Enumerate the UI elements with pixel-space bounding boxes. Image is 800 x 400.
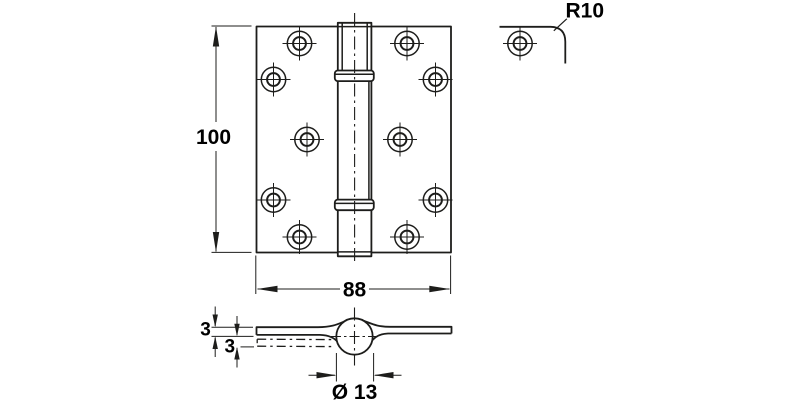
corner-detail-view: R10: [499, 0, 605, 64]
arrowhead-down: [234, 323, 240, 337]
height-dimension-label: 100: [196, 126, 231, 149]
arrowhead-right: [316, 372, 337, 379]
dimension-height-100: 100: [196, 25, 252, 253]
dimension-knuckle-diameter: Ø 13: [308, 353, 402, 400]
arrowhead-down: [212, 232, 220, 253]
upper-leaf-right-bottom: [370, 332, 452, 343]
side-view: [255, 307, 453, 366]
upper-leaf-thickness-label: 3: [200, 320, 211, 341]
arrowhead-right: [429, 285, 450, 293]
arrowhead-left: [257, 285, 278, 293]
rounded-corner-outline: [499, 25, 567, 64]
knuckle-diameter-label: Ø 13: [332, 381, 378, 400]
arrowhead-up: [212, 26, 220, 47]
lower-leaf-thickness-label: 3: [225, 337, 236, 358]
upper-leaf-right: [363, 319, 453, 334]
front-view: [255, 13, 454, 265]
arrowhead-left: [373, 372, 394, 379]
corner-radius-label: R10: [566, 0, 605, 23]
arrowhead-up: [212, 336, 218, 349]
screw-hole: [502, 25, 538, 62]
dimension-leaf-thickness: 3 3: [200, 306, 254, 368]
leader-line: [553, 18, 568, 32]
upper-leaf-left: [255, 319, 347, 335]
width-dimension-label: 88: [343, 279, 367, 302]
arrowhead-up: [234, 346, 240, 360]
arrowhead-down: [212, 314, 218, 328]
dimension-width-88: 88: [255, 255, 452, 302]
